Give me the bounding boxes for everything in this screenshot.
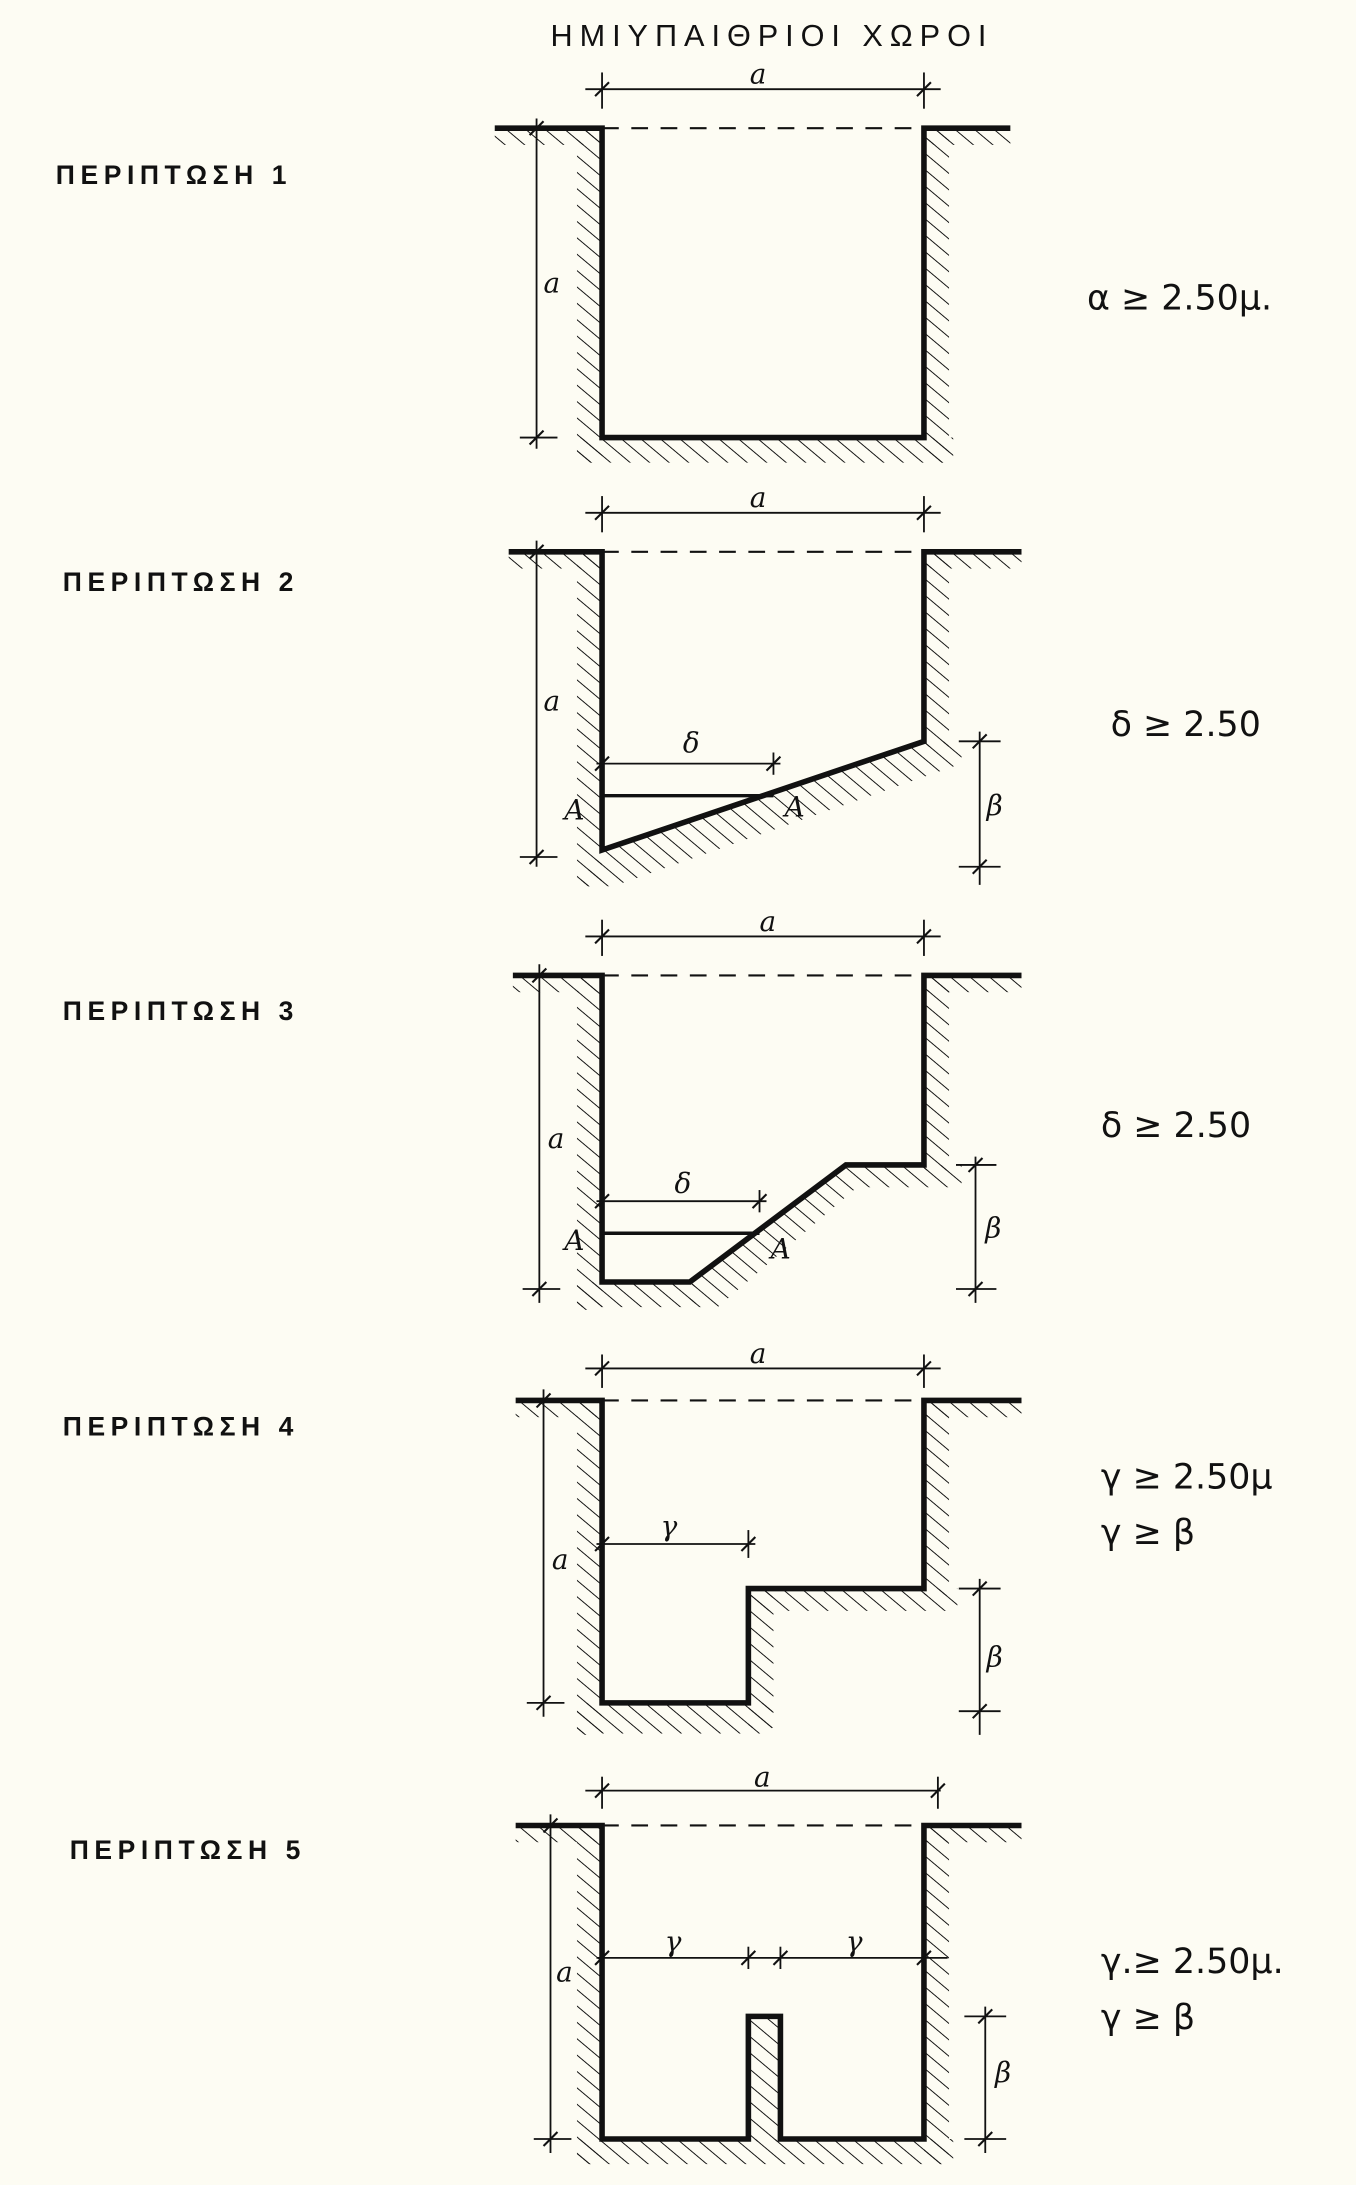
dimension-top: a	[585, 481, 941, 533]
svg-text:β: β	[986, 1641, 1003, 1674]
dimension-left: a	[519, 540, 561, 867]
svg-text:β: β	[994, 2056, 1011, 2089]
svg-text:a: a	[754, 1760, 771, 1793]
dimension-top: a	[585, 58, 941, 109]
condition-text: γ ≥ β	[1101, 1998, 1195, 2038]
svg-text:a: a	[552, 1543, 569, 1576]
condition-text: δ ≥ 2.50	[1111, 705, 1261, 745]
dimension-right: β	[958, 1578, 1003, 1735]
svg-text:a: a	[548, 1122, 565, 1155]
case-5: ΠΕΡΙΠΤΩΣΗ 5 a a γ γ	[70, 1760, 1284, 2165]
svg-text:γ: γ	[661, 1510, 678, 1543]
dimension-left: a	[533, 1814, 573, 2153]
dimension-right: β	[964, 2006, 1011, 2153]
svg-text:a: a	[750, 481, 767, 514]
pit-outline	[494, 125, 1011, 441]
section-mark: A	[768, 1232, 791, 1265]
case-label: ΠΕΡΙΠΤΩΣΗ 5	[70, 1835, 306, 1865]
dimension-left: a	[519, 118, 561, 449]
condition-text: α ≥ 2.50μ.	[1087, 278, 1272, 318]
svg-text:δ: δ	[675, 1167, 692, 1200]
dimension-delta: δ	[594, 1167, 768, 1213]
case-label: ΠΕΡΙΠΤΩΣΗ 4	[63, 1411, 299, 1441]
hatching	[494, 128, 1011, 463]
dimension-left: a	[522, 964, 565, 1303]
dimension-gamma: γ γ	[594, 1925, 948, 1970]
case-2: ΠΕΡΙΠΤΩΣΗ 2 a a δ A A	[63, 481, 1261, 887]
section-mark: A	[782, 791, 805, 824]
hatching	[515, 1825, 1022, 2165]
svg-text:β: β	[984, 1211, 1001, 1244]
condition-text: γ ≥ β	[1101, 1513, 1195, 1553]
section-mark: A	[561, 793, 584, 826]
svg-text:a: a	[556, 1956, 573, 1989]
hatching	[508, 551, 1022, 887]
hatching	[512, 975, 1022, 1310]
case-label: ΠΕΡΙΠΤΩΣΗ 2	[63, 567, 299, 597]
page-title: ΗΜΙΥΠΑΙΘΡΙΟΙ ΧΩΡΟΙ	[550, 19, 993, 53]
case-label: ΠΕΡΙΠΤΩΣΗ 3	[63, 996, 299, 1026]
svg-text:a: a	[750, 1337, 767, 1370]
dimension-right: β	[956, 1156, 1001, 1303]
dimension-left: a	[526, 1389, 569, 1717]
condition-text: γ.≥ 2.50μ.	[1101, 1942, 1284, 1982]
dimension-right: β	[958, 731, 1003, 885]
svg-text:a: a	[760, 905, 777, 938]
svg-text:a: a	[544, 685, 561, 718]
condition-text: δ ≥ 2.50	[1101, 1106, 1251, 1146]
svg-text:a: a	[750, 58, 767, 91]
dimension-top: a	[585, 1337, 941, 1388]
case-1: ΠΕΡΙΠΤΩΣΗ 1 a a α ≥ 2.50μ.	[56, 58, 1272, 463]
section-mark: A	[561, 1224, 584, 1257]
dimension-gamma: γ	[594, 1510, 757, 1558]
svg-text:β: β	[986, 789, 1003, 822]
svg-text:γ: γ	[665, 1925, 682, 1958]
case-label: ΠΕΡΙΠΤΩΣΗ 1	[56, 160, 292, 190]
case-3: ΠΕΡΙΠΤΩΣΗ 3 a a δ A A	[63, 905, 1251, 1310]
dimension-top: a	[585, 1760, 946, 1809]
case-4: ΠΕΡΙΠΤΩΣΗ 4 a a γ	[63, 1337, 1273, 1735]
dimension-delta: δ	[594, 726, 782, 775]
hatching	[515, 1400, 1022, 1735]
dimension-top: a	[585, 905, 941, 956]
svg-text:δ: δ	[683, 726, 700, 759]
condition-text: γ ≥ 2.50μ	[1101, 1457, 1273, 1497]
svg-text:γ: γ	[846, 1925, 863, 1958]
svg-text:a: a	[544, 267, 561, 300]
